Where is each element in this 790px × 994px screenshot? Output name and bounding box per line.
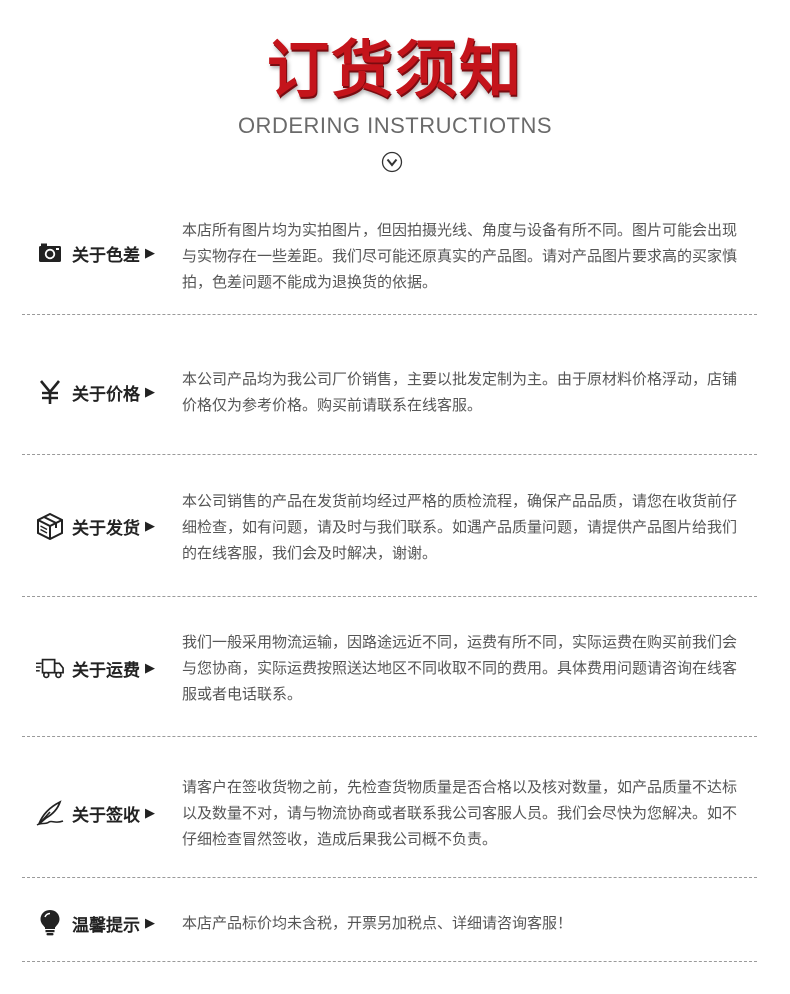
page-subtitle: ORDERING INSTRUCTIOTNS [237,113,553,138]
section-price: 关于价格 ▶ 本公司产品均为我公司厂价销售，主要以批发定制为主。由于原材料价格浮… [22,314,757,455]
arrow-right-icon: ▶ [145,660,155,676]
section-signing: 关于签收 ▶ 请客户在签收货物之前，先检查货物质量是否合格以及核对数量，如产品质… [22,736,757,878]
section-label: 关于运费 ▶ [36,654,155,682]
section-label: 关于价格 ▶ [36,378,155,406]
section-title: 温馨提示 [72,915,140,936]
section-label: 关于色差 ▶ [36,239,155,267]
section-label: 关于签收 ▶ [36,799,155,827]
truck-icon [36,654,64,682]
arrow-right-icon: ▶ [145,518,155,534]
section-text: 我们一般采用物流运输，因路途远近不同，运费有所不同，实际运费在购买前我们会与您协… [182,633,738,703]
chevron-down-icon [381,151,403,173]
pen-icon [36,799,64,827]
section-label: 温馨提示 ▶ [36,909,155,937]
section-text: 本公司产品均为我公司厂价销售，主要以批发定制为主。由于原材料价格浮动，店铺价格仅… [182,370,738,414]
section-title: 关于运费 [72,660,140,681]
lightbulb-icon [36,909,64,937]
section-freight: 关于运费 ▶ 我们一般采用物流运输，因路途远近不同，运费有所不同，实际运费在购买… [22,596,757,737]
section-title: 关于发货 [72,518,140,539]
arrow-right-icon: ▶ [145,805,155,821]
page-title: 订货须知 [266,33,523,106]
package-icon [36,512,64,540]
arrow-right-icon: ▶ [145,384,155,400]
section-label: 关于发货 ▶ [36,512,155,540]
section-text: 本店所有图片均为实拍图片，但因拍摄光线、角度与设备有所不同。图片可能会出现与实物… [182,221,738,291]
section-text: 请客户在签收货物之前，先检查货物质量是否合格以及核对数量，如产品质量不达标以及数… [182,778,738,848]
section-shipping: 关于发货 ▶ 本公司销售的产品在发货前均经过严格的质检流程，确保产品品质，请您在… [22,454,757,597]
section-title: 关于签收 [72,805,140,826]
section-text: 本公司销售的产品在发货前均经过严格的质检流程，确保产品品质，请您在收货前仔细检查… [182,492,738,562]
section-title: 关于价格 [72,384,140,405]
section-text: 本店产品标价均未含税，开票另加税点、详细请咨询客服！ [182,914,573,932]
camera-icon [36,239,64,267]
section-color-difference: 关于色差 ▶ 本店所有图片均为实拍图片，但因拍摄光线、角度与设备有所不同。图片可… [22,205,757,315]
arrow-right-icon: ▶ [145,245,155,261]
section-title: 关于色差 [72,245,140,266]
yen-icon [36,378,64,406]
arrow-right-icon: ▶ [145,915,155,931]
section-tips: 温馨提示 ▶ 本店产品标价均未含税，开票另加税点、详细请咨询客服！ [22,877,757,962]
